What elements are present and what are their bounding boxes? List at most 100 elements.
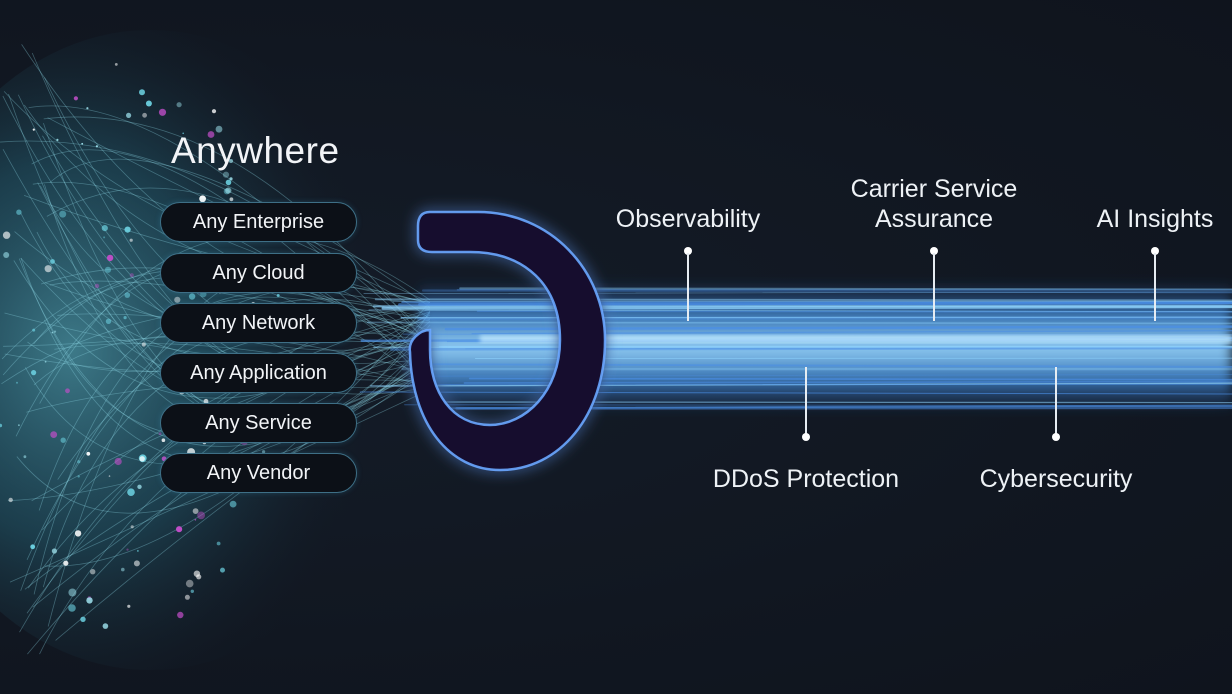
network-node <box>216 541 221 546</box>
network-node <box>229 177 233 181</box>
source-label: Any Network <box>201 311 316 334</box>
network-node <box>158 108 167 116</box>
network-node <box>215 125 223 133</box>
network-node <box>203 398 209 404</box>
beam-streak <box>366 321 1232 325</box>
network-node <box>229 159 233 163</box>
source-label: Any Cloud <box>212 261 305 284</box>
network-node <box>56 138 59 141</box>
network-node <box>121 567 125 572</box>
network-node <box>3 252 10 258</box>
network-strand <box>16 339 431 514</box>
network-node <box>86 451 91 456</box>
network-node <box>199 195 207 203</box>
network-strand <box>23 104 431 304</box>
network-node <box>86 597 93 604</box>
page-title: Anywhere <box>171 130 340 171</box>
network-node <box>185 579 194 588</box>
network-node <box>174 296 181 303</box>
network-node <box>114 63 118 66</box>
beam-streak <box>408 374 1232 377</box>
network-node <box>18 424 20 427</box>
network-node <box>114 457 122 466</box>
network-strand <box>46 187 431 346</box>
pin-dot <box>684 247 692 255</box>
network-node <box>139 89 145 96</box>
network-node <box>74 530 82 537</box>
network-node <box>23 455 27 459</box>
network-strand <box>45 301 431 567</box>
network-node <box>177 611 184 619</box>
source-pill-enterprise: Any Enterprise <box>160 202 357 242</box>
ring-logo-icon <box>408 210 607 472</box>
network-node <box>81 142 84 145</box>
network-cloud <box>0 30 410 670</box>
network-node <box>126 112 132 118</box>
network-node <box>44 265 52 273</box>
source-pill-cloud: Any Cloud <box>160 253 357 293</box>
network-node <box>8 497 13 503</box>
source-pill-service: Any Service <box>160 403 357 443</box>
pin-line <box>687 253 689 321</box>
network-node <box>2 231 11 239</box>
network-node <box>211 109 217 114</box>
network-node <box>176 526 183 533</box>
network-node <box>77 460 81 464</box>
network-node <box>188 293 196 300</box>
network-node <box>184 594 190 600</box>
capability-cybersecurity: Cybersecurity <box>979 465 1133 493</box>
beam-streak <box>372 304 1232 308</box>
network-node <box>176 102 182 108</box>
network-node <box>51 548 58 554</box>
network-node <box>105 318 112 324</box>
network-strand <box>31 149 431 387</box>
network-node <box>102 623 109 629</box>
beam-streak <box>398 301 1232 306</box>
network-node <box>30 544 36 550</box>
network-node <box>229 197 234 202</box>
source-pill-network: Any Network <box>160 303 357 343</box>
network-node <box>106 254 114 262</box>
network-node <box>193 570 201 577</box>
network-node <box>124 226 131 233</box>
network-node <box>104 266 112 273</box>
network-strand <box>0 140 431 337</box>
network-node <box>32 128 35 131</box>
beam-streak <box>476 310 1232 313</box>
network-node <box>101 225 108 232</box>
beam-streak <box>363 291 1232 294</box>
network-node <box>222 171 230 178</box>
network-strand <box>54 343 431 388</box>
network-node <box>137 484 142 489</box>
beam-streak <box>381 305 1232 310</box>
network-node <box>77 475 80 478</box>
beam-streak <box>368 309 1232 313</box>
network-node <box>229 500 237 508</box>
network-node <box>124 292 131 298</box>
network-node <box>53 330 57 333</box>
network-strand <box>13 260 431 399</box>
network-node <box>127 604 131 608</box>
source-label: Any Vendor <box>206 461 311 484</box>
network-node <box>86 107 89 110</box>
network-node <box>225 179 232 186</box>
network-node <box>123 316 127 320</box>
source-pill-application: Any Application <box>160 353 357 393</box>
network-node <box>63 560 69 566</box>
network-node <box>44 360 47 363</box>
network-strand <box>21 44 431 309</box>
network-node <box>16 209 22 215</box>
pin-dot <box>1052 433 1060 441</box>
network-node <box>126 548 129 551</box>
network-node <box>51 331 54 334</box>
source-label: Any Application <box>190 361 327 384</box>
network-node <box>129 238 133 242</box>
pin-line <box>1055 367 1057 435</box>
capability-ddos-protection: DDoS Protection <box>712 465 900 493</box>
network-node <box>225 187 232 194</box>
pin-line <box>805 367 807 435</box>
network-node <box>192 508 199 514</box>
beam-streak <box>359 391 1232 395</box>
